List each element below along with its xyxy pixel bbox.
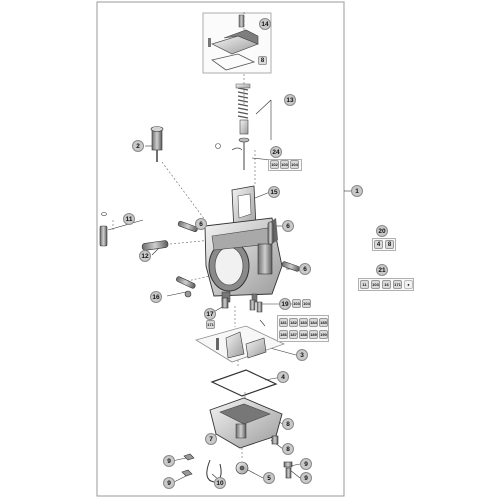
callout-11[interactable]: 11	[123, 213, 135, 225]
callout-6-upper-left[interactable]: 6	[195, 218, 207, 230]
callout-21[interactable]: 21	[376, 264, 388, 276]
diagram-frame	[96, 1, 345, 497]
chip-18-r1-4: 184	[309, 318, 318, 327]
chip-19-b: 104	[302, 299, 311, 308]
callout-12[interactable]: 12	[139, 250, 151, 262]
callout-24[interactable]: 24	[270, 146, 282, 158]
callout-10[interactable]: 10	[214, 477, 226, 489]
chip-21-a: 11	[360, 280, 369, 289]
chip-21-d: 171	[393, 280, 402, 289]
chip-24-a: 102	[270, 160, 279, 169]
chip-21-e: ●	[404, 280, 413, 289]
float-inset	[195, 325, 286, 363]
callout-8-upper[interactable]: 8	[282, 418, 294, 430]
float-bowl-gasket	[210, 369, 278, 397]
callout-15[interactable]: 15	[268, 186, 280, 198]
chip-24-c: 104	[290, 160, 299, 169]
chip-17-sub: 171	[206, 320, 215, 329]
chip-24-b: 103	[280, 160, 289, 169]
chip-20-a: 4	[374, 240, 383, 249]
callout-19[interactable]: 19	[279, 298, 291, 310]
callout-9-left[interactable]: 9	[163, 455, 175, 467]
chip-18-r2-4: 189	[309, 330, 318, 339]
callout-6-upper-right[interactable]: 6	[282, 220, 294, 232]
chip-20-b: 8	[385, 240, 394, 249]
chip-21-b: 103	[371, 280, 380, 289]
callout-9-bottom-left[interactable]: 9	[163, 477, 175, 489]
callout-14[interactable]: 14	[259, 18, 271, 30]
body-pins	[177, 220, 300, 272]
callout-16[interactable]: 16	[150, 291, 162, 303]
callout-9-bottom-right[interactable]: 9	[300, 472, 312, 484]
throttle-spring	[237, 87, 249, 119]
callout-6-right[interactable]: 6	[299, 263, 311, 275]
chip-18-r1-1: 181	[279, 318, 288, 327]
chip-19-a: 103	[292, 299, 301, 308]
chip-21-c: 16	[382, 280, 391, 289]
bottom-fittings	[181, 435, 293, 483]
callout-20[interactable]: 20	[376, 225, 388, 237]
chip-18-r2-3: 188	[299, 330, 308, 339]
callout-4[interactable]: 4	[277, 371, 289, 383]
callout-13[interactable]: 13	[284, 94, 296, 106]
chip-18-r2-1: 186	[279, 330, 288, 339]
chip-18-r2-2: 187	[289, 330, 298, 339]
callout-5[interactable]: 5	[263, 472, 275, 484]
chip-18-r1-2: 182	[289, 318, 298, 327]
chip-18-r1-5: 185	[319, 318, 328, 327]
top-cap-chip: 8	[258, 56, 267, 65]
callout-2[interactable]: 2	[132, 140, 144, 152]
callout-8-lower[interactable]: 8	[282, 443, 294, 455]
callout-7[interactable]: 7	[205, 433, 217, 445]
chip-18-r2-5: 190	[319, 330, 328, 339]
chip-18-r1-3: 183	[299, 318, 308, 327]
callout-3[interactable]: 3	[296, 349, 308, 361]
callout-17[interactable]: 17	[204, 308, 216, 320]
callout-1-main[interactable]: 1	[351, 185, 363, 197]
callout-9-right[interactable]: 9	[300, 458, 312, 470]
